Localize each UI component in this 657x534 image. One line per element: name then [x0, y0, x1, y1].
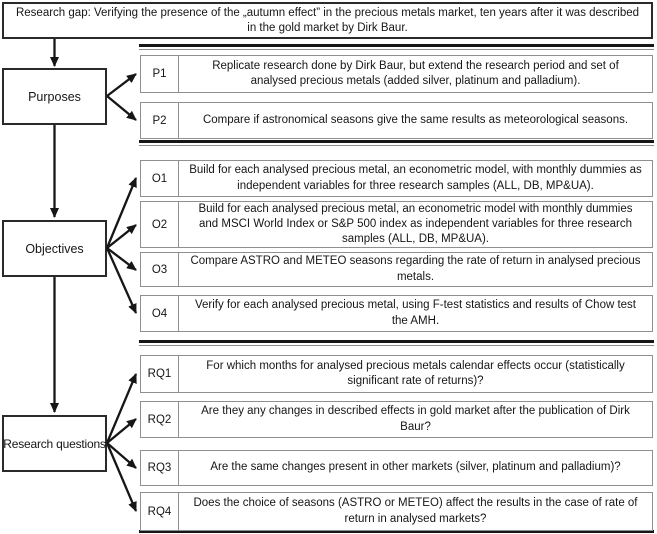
arrow-questions-rq4: [105, 442, 138, 512]
arrow-objectives-o3: [106, 247, 137, 271]
section-separator-purposes-objectives: [139, 140, 654, 146]
row-rq3-text: Are the same changes present in other ma…: [210, 461, 621, 474]
node-objectives-label: Objectives: [25, 241, 84, 256]
arrow-objectives-o2: [106, 224, 137, 249]
row-rq3-id: RQ3: [141, 451, 179, 485]
row-o4-id: O4: [141, 296, 179, 331]
row-rq2-id: RQ2: [141, 402, 179, 437]
row-rq2: RQ2 Are they any changes in described ef…: [140, 401, 653, 438]
arrow-objectives-o4: [105, 247, 138, 314]
row-o4: O4 Verify for each analysed precious met…: [140, 295, 653, 332]
row-o2: O2 Build for each analysed precious meta…: [140, 201, 653, 248]
row-p1-text: Replicate research done by Dirk Baur, bu…: [212, 59, 619, 87]
row-rq1: RQ1 For which months for analysed precio…: [140, 355, 653, 393]
row-rq2-text: Are they any changes in described effect…: [201, 405, 630, 433]
arrow-purposes-p1: [106, 73, 137, 97]
row-rq4: RQ4 Does the choice of seasons (ASTRO or…: [140, 492, 653, 531]
row-o1-text: Build for each analysed precious metal, …: [189, 164, 642, 192]
row-o3-text: Compare ASTRO and METEO seasons regardin…: [190, 255, 641, 283]
section-separator-objectives-questions: [139, 340, 654, 346]
node-purposes: Purposes: [2, 68, 107, 125]
row-o1-id: O1: [141, 161, 179, 196]
node-objectives: Objectives: [2, 220, 107, 277]
arrow-questions-rq3: [106, 442, 137, 469]
section-separator-top: [139, 44, 654, 50]
research-gap-banner: Research gap: Verifying the presence of …: [2, 2, 653, 39]
arrow-objectives-o1: [105, 177, 138, 249]
arrow-purposes-p2: [106, 95, 137, 121]
node-purposes-label: Purposes: [28, 89, 81, 104]
row-rq4-text: Does the choice of seasons (ASTRO or MET…: [193, 497, 638, 525]
row-rq1-id: RQ1: [141, 356, 179, 392]
row-p1-id: P1: [141, 56, 179, 92]
node-research-questions: Research questions: [2, 415, 107, 472]
row-rq3: RQ3 Are the same changes present in othe…: [140, 450, 653, 486]
row-o4-text: Verify for each analysed precious metal,…: [194, 299, 637, 327]
row-p2-id: P2: [141, 103, 179, 138]
row-o2-id: O2: [141, 202, 179, 247]
row-p1: P1 Replicate research done by Dirk Baur,…: [140, 55, 653, 93]
research-gap-text: Research gap: Verifying the presence of …: [15, 6, 640, 34]
node-research-questions-label: Research questions: [3, 436, 106, 451]
row-p2: P2 Compare if astronomical seasons give …: [140, 102, 653, 139]
arrow-questions-rq1: [105, 373, 138, 444]
row-o3: O3 Compare ASTRO and METEO seasons regar…: [140, 252, 653, 287]
row-rq1-text: For which months for analysed precious m…: [206, 359, 625, 387]
row-o2-text: Build for each analysed precious metal, …: [198, 202, 633, 246]
section-separator-bottom: [139, 530, 654, 533]
row-rq4-id: RQ4: [141, 493, 179, 530]
arrow-questions-rq2: [106, 418, 137, 444]
row-o1: O1 Build for each analysed precious meta…: [140, 160, 653, 197]
row-p2-text: Compare if astronomical seasons give the…: [202, 113, 629, 126]
row-o3-id: O3: [141, 253, 179, 286]
